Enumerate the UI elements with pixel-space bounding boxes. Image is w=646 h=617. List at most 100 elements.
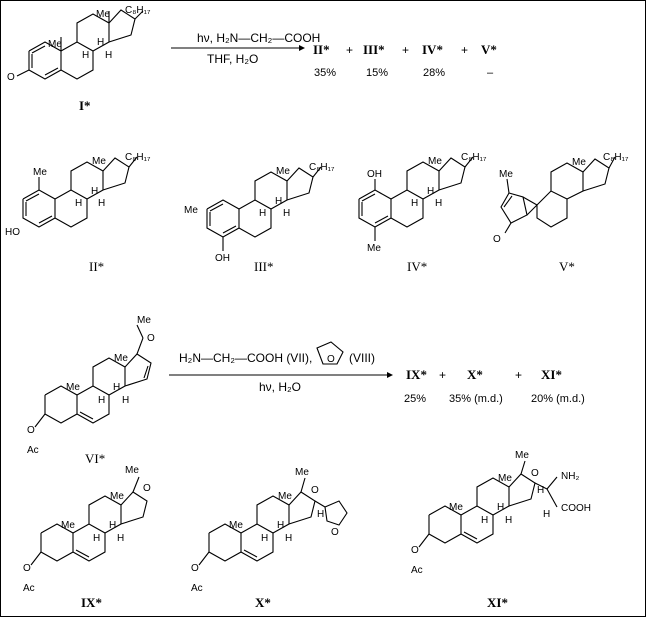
atom-label-h: H [117,533,124,544]
product-II-label: II* [313,42,330,57]
compound-I-label: I* [79,98,91,113]
atom-label-h: H [317,509,324,520]
product-XI-label: XI* [541,367,562,382]
atom-label-h: H [75,198,82,209]
atom-label-o: O [531,468,539,479]
atom-label-h: H [93,533,100,544]
atom-label-me: Me [125,465,139,476]
compound-XI-label: XI* [487,595,508,610]
atom-label-o: O [27,425,35,436]
atom-label-h: H [505,515,512,526]
atom-label-h: H [435,198,442,209]
thf-ring-oxygen-label: O [327,354,335,365]
atom-label-h: H [98,198,105,209]
atom-label-h: H [283,208,290,219]
atom-label-o: O [191,563,199,574]
yield-V: – [487,67,494,79]
atom-label-h: H [543,509,550,520]
yield-X: 35% (m.d.) [449,393,503,405]
atom-label-h: H [285,533,292,544]
reaction-1-reagents-bottom: THF, H₂O [207,52,258,66]
atom-label-me: Me [229,520,243,531]
atom-label-o: O [493,234,501,245]
compound-III-label: III* [254,259,274,274]
atom-label-ac: Ac [27,445,39,456]
yield-II: 35% [314,67,336,79]
reaction-2-reagents-top-b: (VIII) [349,351,375,365]
structure-IX [30,476,148,566]
plus-sign: + [515,368,522,382]
atom-label-h: H [97,37,104,48]
structure-VI [34,324,152,428]
atom-label-h: H [82,50,89,61]
atom-label-ac: Ac [23,583,35,594]
structure-III [206,166,322,251]
atom-label-me: Me [276,166,290,177]
reaction-2-reagents-top: H₂N—CH₂—COOH (VII), [179,351,312,365]
structure-XI [418,460,558,548]
atom-label-me: Me [33,167,47,178]
plus-sign: + [461,43,468,57]
compound-VI-label: VI* [85,451,105,466]
yield-III: 15% [366,67,388,79]
atom-label-h: H [537,485,544,496]
atom-label-me: Me [572,157,586,168]
atom-label-c8h17: C₈H₁₇ [125,5,151,16]
structure-X [198,477,348,566]
product-V-label: V* [481,42,497,57]
atom-label-h: H [427,186,434,197]
plus-sign: + [402,43,409,57]
thf-ring-icon [316,341,344,365]
atom-label-me: Me [278,491,292,502]
atom-label-ho: HO [5,227,20,238]
atom-label-o: O [23,563,31,574]
atom-label-h: H [497,502,504,513]
structure-IV [358,156,474,241]
atom-label-oh: OH [215,253,230,264]
atom-label-me: Me [48,39,62,50]
atom-label-h: H [122,395,129,406]
atom-label-h: H [91,186,98,197]
atom-label-me: Me [515,450,529,461]
atom-label-h: H [261,533,268,544]
atom-label-me: Me [66,382,80,393]
product-X-label: X* [467,367,483,382]
atom-label-h: H [277,520,284,531]
reaction-2-reagents-bottom: hν, H₂O [259,380,301,394]
reaction-1-reagents-top: hν, H₂N—CH₂—COOH [197,31,320,45]
atom-label-me: Me [92,156,106,167]
atom-label-o: O [411,545,419,556]
atom-label-me: Me [114,353,128,364]
atom-label-me: Me [498,473,512,484]
yield-IV: 28% [423,67,445,79]
atom-label-c8h17: C₈H₁₇ [309,162,335,173]
atom-label-oh: OH [367,169,382,180]
atom-label-h: H [113,382,120,393]
yield-IX: 25% [404,393,426,405]
atom-label-me: Me [449,502,463,513]
atom-label-me: Me [110,491,124,502]
atom-label-o: O [147,333,155,344]
atom-label-c8h17: C₈H₁₇ [603,152,629,163]
atom-label-o: O [311,485,319,496]
atom-label-me: Me [367,243,381,254]
atom-label-cooh: COOH [561,503,591,514]
atom-label-me: Me [428,156,442,167]
atom-label-o: O [7,72,15,83]
reaction-1-arrow [171,45,305,51]
atom-label-me: Me [295,467,309,478]
compound-IV-label: IV* [407,259,427,274]
compound-X-label: X* [255,595,271,610]
atom-label-h: H [98,395,105,406]
atom-label-me: Me [499,169,513,180]
atom-label-h: H [411,198,418,209]
reaction-2-arrow [169,372,393,378]
atom-label-o: O [331,527,339,538]
compound-IX-label: IX* [81,595,102,610]
compound-II-label: II* [89,259,104,274]
atom-label-me: Me [61,520,75,531]
atom-label-h: H [105,50,112,61]
atom-label-me: Me [184,205,198,216]
